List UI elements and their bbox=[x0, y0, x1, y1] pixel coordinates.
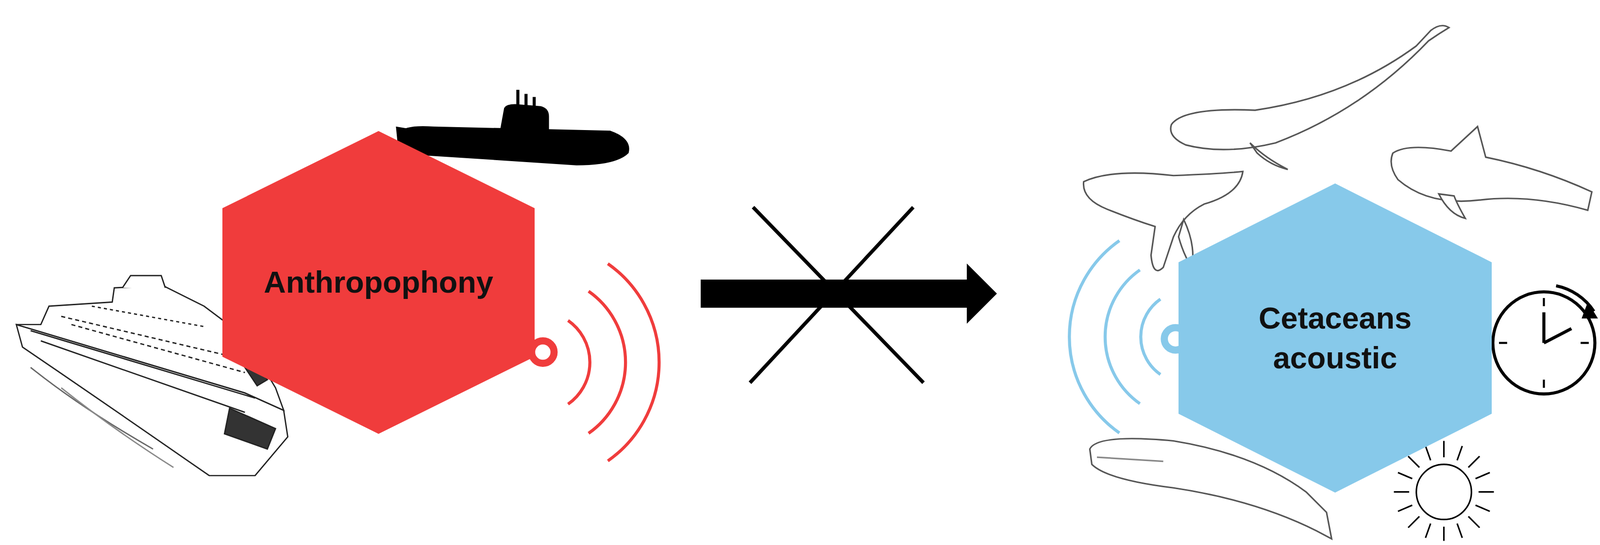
hexagon-shape bbox=[1178, 183, 1492, 493]
submarine bbox=[395, 89, 629, 166]
label-group: Cetaceans acoustic bbox=[1238, 298, 1433, 379]
hexagon-outline bbox=[1178, 183, 1492, 493]
hexagon-outline bbox=[222, 131, 535, 435]
sound-waves bbox=[531, 263, 660, 461]
node-label: Cetaceans acoustic bbox=[1238, 298, 1433, 379]
arrow-head bbox=[966, 263, 997, 324]
sound-waves bbox=[1069, 240, 1187, 434]
whales bbox=[1083, 25, 1592, 540]
node-label: Anthropophony bbox=[263, 262, 493, 303]
anthropophony-hexagon: Anthropophony bbox=[222, 131, 535, 435]
label-group: Anthropophony bbox=[263, 262, 493, 303]
blocked-arrow bbox=[700, 263, 997, 324]
arrow-shaft bbox=[700, 279, 967, 308]
cetacean-hexagon: Cetaceans acoustic bbox=[1178, 183, 1492, 493]
sun-icon bbox=[1394, 440, 1495, 541]
clock-icon bbox=[1492, 286, 1598, 395]
